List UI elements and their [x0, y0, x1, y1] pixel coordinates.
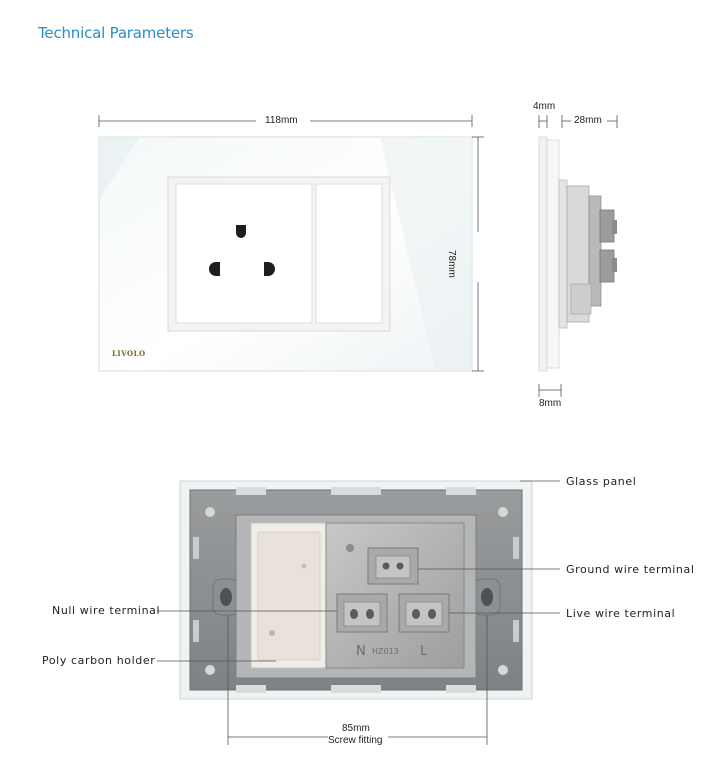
depth-label: 28mm — [574, 115, 602, 126]
dimension-screw-fitting — [227, 615, 488, 745]
base-thickness-label: 8mm — [539, 398, 562, 409]
glass-thickness-label: 4mm — [533, 101, 556, 112]
screw-fitting-label: Screw fitting — [328, 735, 383, 746]
screw-fitting-value: 85mm — [342, 723, 370, 734]
neutral-marking: N — [356, 644, 366, 659]
poly-carbon-label: Poly carbon holder — [42, 654, 156, 667]
front-view — [98, 136, 473, 372]
live-wire-label: Live wire terminal — [566, 607, 676, 620]
live-marking: L — [420, 644, 428, 659]
dimension-height — [472, 136, 484, 372]
ground-wire-label: Ground wire terminal — [566, 563, 695, 576]
height-dimension-label: 78mm — [446, 250, 457, 278]
null-wire-label: Null wire terminal — [52, 604, 161, 617]
dimension-base-thickness — [538, 384, 562, 397]
socket-face — [175, 183, 313, 324]
page-title: Technical Parameters — [38, 24, 194, 42]
glass-reflection — [380, 137, 472, 371]
mount-hole-icon — [498, 507, 508, 517]
dimension-depth — [561, 115, 618, 128]
dimension-width — [98, 115, 473, 127]
mount-hole-icon — [205, 665, 215, 675]
side-view — [538, 136, 617, 372]
live-pin-hole-icon — [264, 262, 275, 276]
glass-panel-label: Glass panel — [566, 475, 637, 488]
ground-pin-hole-icon — [236, 225, 246, 238]
dimension-glass-thickness — [538, 115, 548, 128]
side-terminal-upper — [599, 209, 615, 243]
side-terminal-lower — [599, 249, 615, 283]
blank-face — [315, 183, 383, 324]
screw-hole-icon — [220, 588, 232, 606]
glass-reflection-left — [99, 137, 140, 200]
mount-hole-icon — [205, 507, 215, 517]
screw-hole-icon — [481, 588, 493, 606]
side-glass — [538, 136, 548, 372]
leader-lines — [157, 480, 560, 662]
side-base — [546, 139, 560, 369]
brand-logo: LIVOLO — [112, 349, 146, 358]
mount-hole-icon — [498, 665, 508, 675]
back-view: N HZ013 L — [179, 480, 533, 700]
width-dimension-label: 118mm — [265, 115, 298, 126]
model-marking: HZ013 — [372, 647, 399, 656]
neutral-pin-hole-icon — [209, 262, 220, 276]
